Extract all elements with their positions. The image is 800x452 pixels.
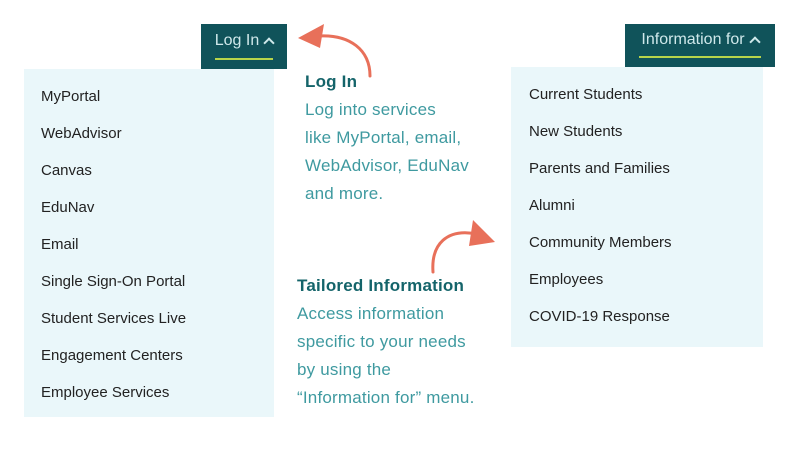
- menu-item-current-students[interactable]: Current Students: [529, 86, 643, 103]
- login-callout-line: WebAdvisor, EduNav: [305, 156, 469, 175]
- login-menu-button[interactable]: Log In: [201, 24, 287, 69]
- login-callout-title: Log In: [305, 72, 358, 91]
- menu-item-covid-19-response[interactable]: COVID-19 Response: [529, 308, 670, 325]
- login-callout-line: Log into services: [305, 100, 436, 119]
- login-callout-line: like MyPortal, email,: [305, 128, 462, 147]
- menu-item-email[interactable]: Email: [41, 236, 79, 253]
- login-menu-list: MyPortal WebAdvisor Canvas EduNav Email …: [24, 86, 274, 419]
- info-callout-title: Tailored Information: [297, 276, 465, 295]
- menu-item-engagement-centers[interactable]: Engagement Centers: [41, 347, 183, 364]
- info-callout-line: “Information for” menu.: [297, 388, 475, 407]
- menu-item-student-services-live[interactable]: Student Services Live: [41, 310, 187, 327]
- menu-item-parents-and-families[interactable]: Parents and Families: [529, 160, 670, 177]
- menu-item-edunav[interactable]: EduNav: [41, 199, 95, 216]
- menu-item-alumni[interactable]: Alumni: [529, 197, 575, 214]
- menu-item-employee-services[interactable]: Employee Services: [41, 384, 170, 401]
- active-underline: [215, 58, 273, 60]
- menu-item-employees[interactable]: Employees: [529, 271, 604, 288]
- menu-item-canvas[interactable]: Canvas: [41, 162, 92, 179]
- information-for-menu-button[interactable]: Information for: [625, 24, 775, 67]
- info-callout-line: by using the: [297, 360, 392, 379]
- menu-item-single-sign-on-portal[interactable]: Single Sign-On Portal: [41, 273, 186, 290]
- login-button-label: Log In: [214, 32, 260, 49]
- login-callout: Log In Log into services like MyPortal, …: [305, 68, 505, 208]
- chevron-up-icon: [263, 37, 275, 49]
- menu-item-new-students[interactable]: New Students: [529, 123, 623, 140]
- curved-arrow-icon: [298, 24, 372, 78]
- menu-item-webadvisor[interactable]: WebAdvisor: [41, 125, 122, 142]
- menu-item-community-members[interactable]: Community Members: [529, 234, 672, 251]
- information-for-dropdown-panel: Current Students New Students Parents an…: [511, 67, 763, 347]
- curved-arrow-icon: [431, 220, 495, 274]
- chevron-up-icon: [748, 36, 761, 48]
- info-callout-line: Access information: [297, 304, 445, 323]
- login-dropdown-panel: MyPortal WebAdvisor Canvas EduNav Email …: [24, 69, 274, 417]
- login-callout-line: and more.: [305, 184, 384, 203]
- info-menu-list: Current Students New Students Parents an…: [511, 84, 763, 343]
- info-callout-line: specific to your needs: [297, 332, 466, 351]
- info-button-label: Information for: [641, 31, 745, 48]
- tailored-info-callout: Tailored Information Access information …: [297, 272, 517, 412]
- active-underline: [639, 56, 761, 58]
- menu-item-myportal[interactable]: MyPortal: [41, 88, 101, 105]
